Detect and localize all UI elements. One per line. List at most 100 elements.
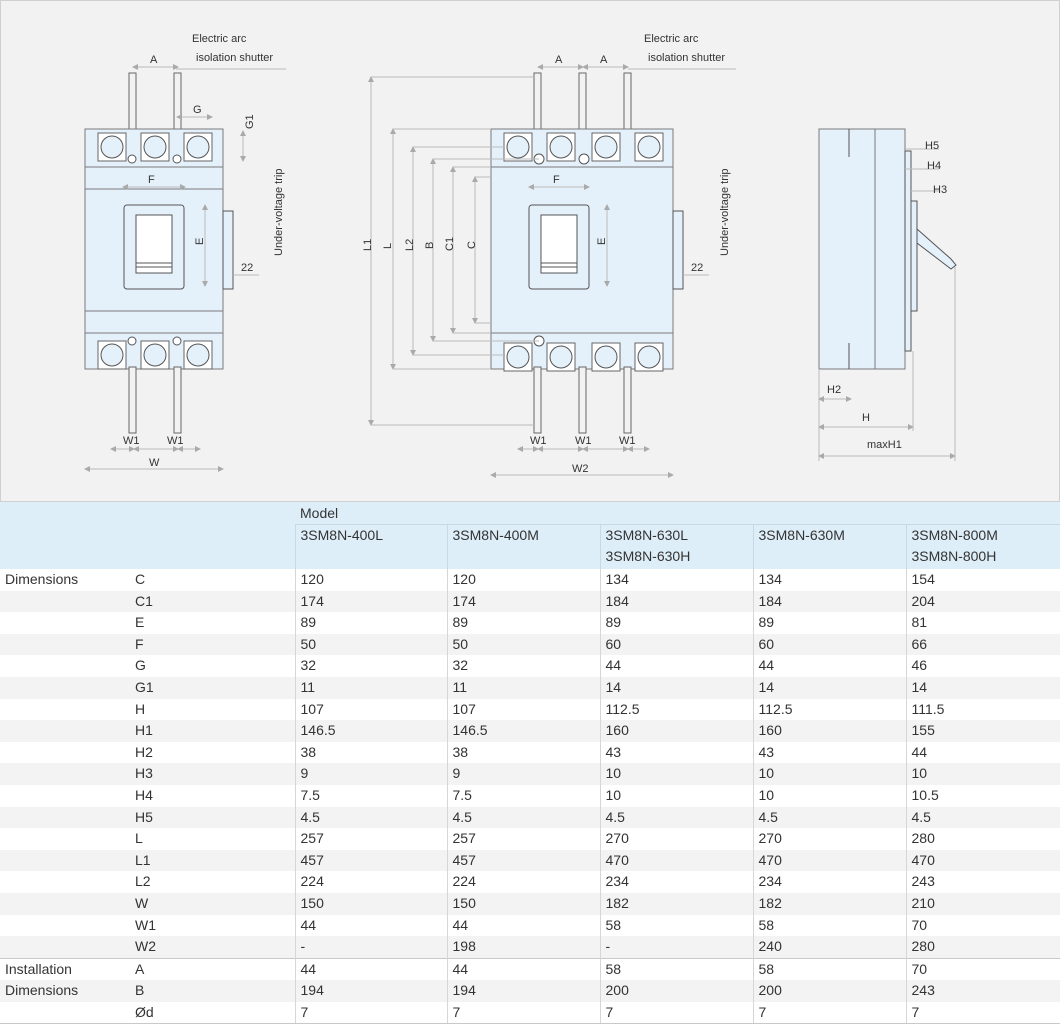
label-h: H: [862, 412, 870, 424]
label-w-front: W: [149, 457, 160, 469]
value-cell: 44: [906, 742, 1060, 764]
value-cell: 89: [447, 612, 600, 634]
value-cell: 58: [753, 915, 906, 937]
label-arc-shutter-4p-line2: isolation shutter: [648, 52, 725, 64]
label-arc-shutter-4p-line1: Electric arc: [644, 33, 699, 45]
value-cell: 4.5: [906, 807, 1060, 829]
value-cell: 46: [906, 655, 1060, 677]
value-cell: 44: [295, 915, 447, 937]
group-label: [0, 591, 130, 613]
value-cell: 7: [753, 1002, 906, 1024]
model-name: 3SM8N-400M: [453, 525, 600, 546]
label-w1-front-b: W1: [167, 435, 184, 447]
value-cell: 14: [906, 677, 1060, 699]
value-cell: 38: [447, 742, 600, 764]
group-label: Dimensions: [0, 980, 130, 1002]
value-cell: 184: [600, 591, 753, 613]
value-cell: 10: [600, 785, 753, 807]
label-e-4p: E: [596, 238, 608, 245]
label-h5: H5: [925, 140, 939, 152]
group-label: [0, 612, 130, 634]
param-label: Ød: [130, 1002, 295, 1024]
front-view-4-pole: A A Electric arc isolation shutter F E 2…: [362, 33, 736, 475]
side-view: H5 H4 H3 H2 H maxH1: [819, 129, 956, 461]
value-cell: 7: [600, 1002, 753, 1024]
value-cell: 120: [295, 569, 447, 591]
param-label: B: [130, 980, 295, 1002]
value-cell: 11: [295, 677, 447, 699]
value-cell: 240: [753, 936, 906, 958]
label-a-4p-b: A: [600, 54, 608, 66]
value-cell: 234: [600, 871, 753, 893]
param-label: G1: [130, 677, 295, 699]
value-cell: 457: [295, 850, 447, 872]
value-cell: 224: [447, 871, 600, 893]
model-name-header: 3SM8N-400L: [295, 525, 447, 570]
dimension-drawing: A Electric arc isolation shutter G G1 F …: [1, 1, 1060, 503]
model-name: 3SM8N-800H: [912, 546, 1060, 567]
value-cell: 243: [906, 980, 1060, 1002]
value-cell: 14: [600, 677, 753, 699]
value-cell: 150: [447, 893, 600, 915]
value-cell: 89: [600, 612, 753, 634]
value-cell: 10.5: [906, 785, 1060, 807]
label-w1-4p-b: W1: [575, 435, 592, 447]
param-label: F: [130, 634, 295, 656]
label-f-front: F: [148, 174, 155, 186]
value-cell: 234: [753, 871, 906, 893]
value-cell: 9: [295, 763, 447, 785]
value-cell: 10: [906, 763, 1060, 785]
group-label: [0, 936, 130, 958]
model-name: 3SM8N-630L: [606, 525, 753, 546]
value-cell: 107: [447, 699, 600, 721]
group-label: [0, 828, 130, 850]
param-label: W1: [130, 915, 295, 937]
param-label: H1: [130, 720, 295, 742]
label-c1: C1: [444, 237, 456, 251]
value-cell: 210: [906, 893, 1060, 915]
value-cell: -: [600, 936, 753, 958]
value-cell: 66: [906, 634, 1060, 656]
label-22-4p: 22: [691, 262, 703, 274]
value-cell: 204: [906, 591, 1060, 613]
label-h4: H4: [927, 160, 941, 172]
value-cell: 174: [295, 591, 447, 613]
group-label: [0, 742, 130, 764]
value-cell: -: [295, 936, 447, 958]
value-cell: 150: [295, 893, 447, 915]
value-cell: 44: [447, 958, 600, 980]
value-cell: 10: [753, 763, 906, 785]
param-label: L1: [130, 850, 295, 872]
group-label: [0, 850, 130, 872]
value-cell: 4.5: [753, 807, 906, 829]
param-label: H2: [130, 742, 295, 764]
value-cell: 70: [906, 958, 1060, 980]
value-cell: 160: [753, 720, 906, 742]
value-cell: 43: [600, 742, 753, 764]
value-cell: 200: [753, 980, 906, 1002]
value-cell: 224: [295, 871, 447, 893]
label-w1-4p-a: W1: [530, 435, 547, 447]
value-cell: 182: [600, 893, 753, 915]
value-cell: 44: [295, 958, 447, 980]
value-cell: 7: [295, 1002, 447, 1024]
value-cell: 470: [753, 850, 906, 872]
value-cell: 194: [295, 980, 447, 1002]
value-cell: 50: [447, 634, 600, 656]
label-22-front: 22: [241, 262, 253, 274]
header-empty: [130, 502, 295, 525]
value-cell: 184: [753, 591, 906, 613]
group-label: Dimensions: [0, 569, 130, 591]
model-name: 3SM8N-630M: [759, 525, 906, 546]
